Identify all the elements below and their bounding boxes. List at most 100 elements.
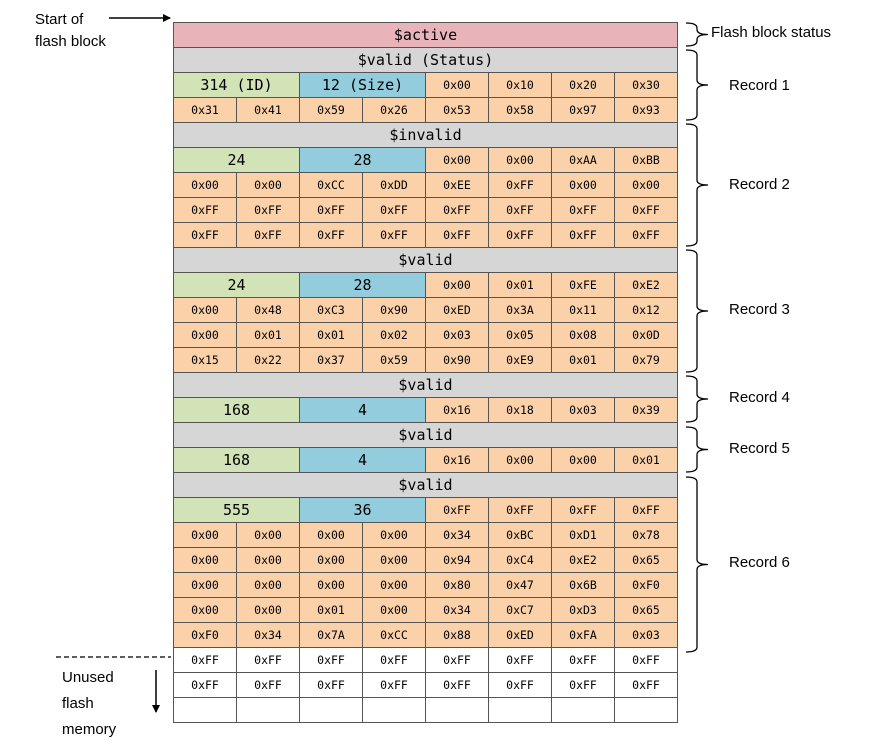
byte-cell: 0x26 xyxy=(362,97,426,123)
byte-cell: 0x22 xyxy=(236,347,300,373)
byte-cell: 0x00 xyxy=(236,572,300,598)
byte-cell: 0x41 xyxy=(236,97,300,123)
byte-cell xyxy=(299,697,363,723)
byte-cell: 0xE9 xyxy=(488,347,552,373)
byte-cell xyxy=(614,697,678,723)
byte-cell: 0x00 xyxy=(362,597,426,623)
byte-cell: 0x37 xyxy=(299,347,363,373)
record-status-cell: $valid xyxy=(173,247,678,273)
byte-cell: 0x20 xyxy=(551,72,615,98)
byte-cell: 0x00 xyxy=(173,297,237,323)
byte-cell: 0x15 xyxy=(173,347,237,373)
byte-cell: 0x6B xyxy=(551,572,615,598)
record-id-cell: 24 xyxy=(173,147,300,173)
byte-cell: 0xFF xyxy=(362,672,426,698)
byte-cell: 0x00 xyxy=(425,147,489,173)
byte-cell: 0xFF xyxy=(488,222,552,248)
byte-cell: 0xFF xyxy=(614,647,678,673)
byte-cell: 0xD1 xyxy=(551,522,615,548)
byte-cell: 0x00 xyxy=(551,447,615,473)
byte-cell: 0xFF xyxy=(488,647,552,673)
record-id-cell: 314 (ID) xyxy=(173,72,300,98)
record-label-2: Record 2 xyxy=(729,176,790,193)
record-id-cell: 168 xyxy=(173,447,300,473)
byte-cell: 0xAA xyxy=(551,147,615,173)
byte-cell: 0xE2 xyxy=(614,272,678,298)
record-6-brace xyxy=(685,476,709,653)
byte-cell: 0xF0 xyxy=(614,572,678,598)
byte-cell: 0x05 xyxy=(488,322,552,348)
byte-cell: 0xFF xyxy=(236,672,300,698)
byte-cell xyxy=(551,697,615,723)
byte-cell: 0x03 xyxy=(425,322,489,348)
byte-cell: 0xFF xyxy=(425,497,489,523)
byte-cell: 0x00 xyxy=(173,547,237,573)
byte-cell: 0x94 xyxy=(425,547,489,573)
byte-cell: 0xCC xyxy=(362,622,426,648)
byte-cell xyxy=(488,697,552,723)
byte-cell: 0x01 xyxy=(488,272,552,298)
byte-cell: 0x88 xyxy=(425,622,489,648)
record-id-cell: 24 xyxy=(173,272,300,298)
unused-flash-memory-label: Unused flash memory xyxy=(62,669,117,738)
record-2-brace xyxy=(685,123,709,247)
byte-cell: 0x18 xyxy=(488,397,552,423)
record-label-6: Record 6 xyxy=(729,554,790,571)
flash-memory-grid: $active$valid (Status)314 (ID)12 (Size)0… xyxy=(173,22,678,723)
byte-cell: 0xFF xyxy=(362,197,426,223)
byte-cell: 0xFF xyxy=(551,672,615,698)
byte-cell: 0xED xyxy=(425,297,489,323)
byte-cell: 0x39 xyxy=(614,397,678,423)
byte-cell: 0x34 xyxy=(425,522,489,548)
byte-cell: 0xFF xyxy=(614,197,678,223)
byte-cell: 0x93 xyxy=(614,97,678,123)
byte-cell: 0xFF xyxy=(425,222,489,248)
status-brace xyxy=(685,22,709,47)
record-label-5: Record 5 xyxy=(729,440,790,457)
byte-cell: 0xFF xyxy=(299,672,363,698)
byte-cell: 0x78 xyxy=(614,522,678,548)
byte-cell: 0x00 xyxy=(173,572,237,598)
record-label-3: Record 3 xyxy=(729,301,790,318)
byte-cell: 0x31 xyxy=(173,97,237,123)
byte-cell: 0x3A xyxy=(488,297,552,323)
start-of-flash-block-label: Start of flash block xyxy=(35,11,106,50)
byte-cell: 0x11 xyxy=(551,297,615,323)
record-size-cell: 4 xyxy=(299,397,426,423)
byte-cell: 0x53 xyxy=(425,97,489,123)
byte-cell: 0x00 xyxy=(614,172,678,198)
record-header-row: $active xyxy=(173,22,678,48)
byte-cell: 0xFF xyxy=(299,197,363,223)
byte-row xyxy=(173,697,678,723)
byte-cell: 0x10 xyxy=(488,72,552,98)
record-label-1: Record 1 xyxy=(729,77,790,94)
byte-cell: 0x65 xyxy=(614,547,678,573)
byte-cell: 0x59 xyxy=(362,347,426,373)
byte-cell: 0xFF xyxy=(236,222,300,248)
byte-cell: 0x00 xyxy=(425,72,489,98)
flash-block-status-label: Flash block status xyxy=(711,24,832,41)
byte-cell: 0xBB xyxy=(614,147,678,173)
byte-cell: 0x58 xyxy=(488,97,552,123)
record-header-row: $valid xyxy=(173,247,678,273)
block-status-cell: $active xyxy=(173,22,678,48)
byte-cell: 0xF0 xyxy=(173,622,237,648)
record-4-brace xyxy=(685,375,709,423)
record-5-brace xyxy=(685,426,709,473)
record-size-cell: 4 xyxy=(299,447,426,473)
byte-cell: 0x12 xyxy=(614,297,678,323)
byte-cell: 0xFF xyxy=(299,647,363,673)
byte-cell: 0x48 xyxy=(236,297,300,323)
byte-cell: 0x03 xyxy=(614,622,678,648)
